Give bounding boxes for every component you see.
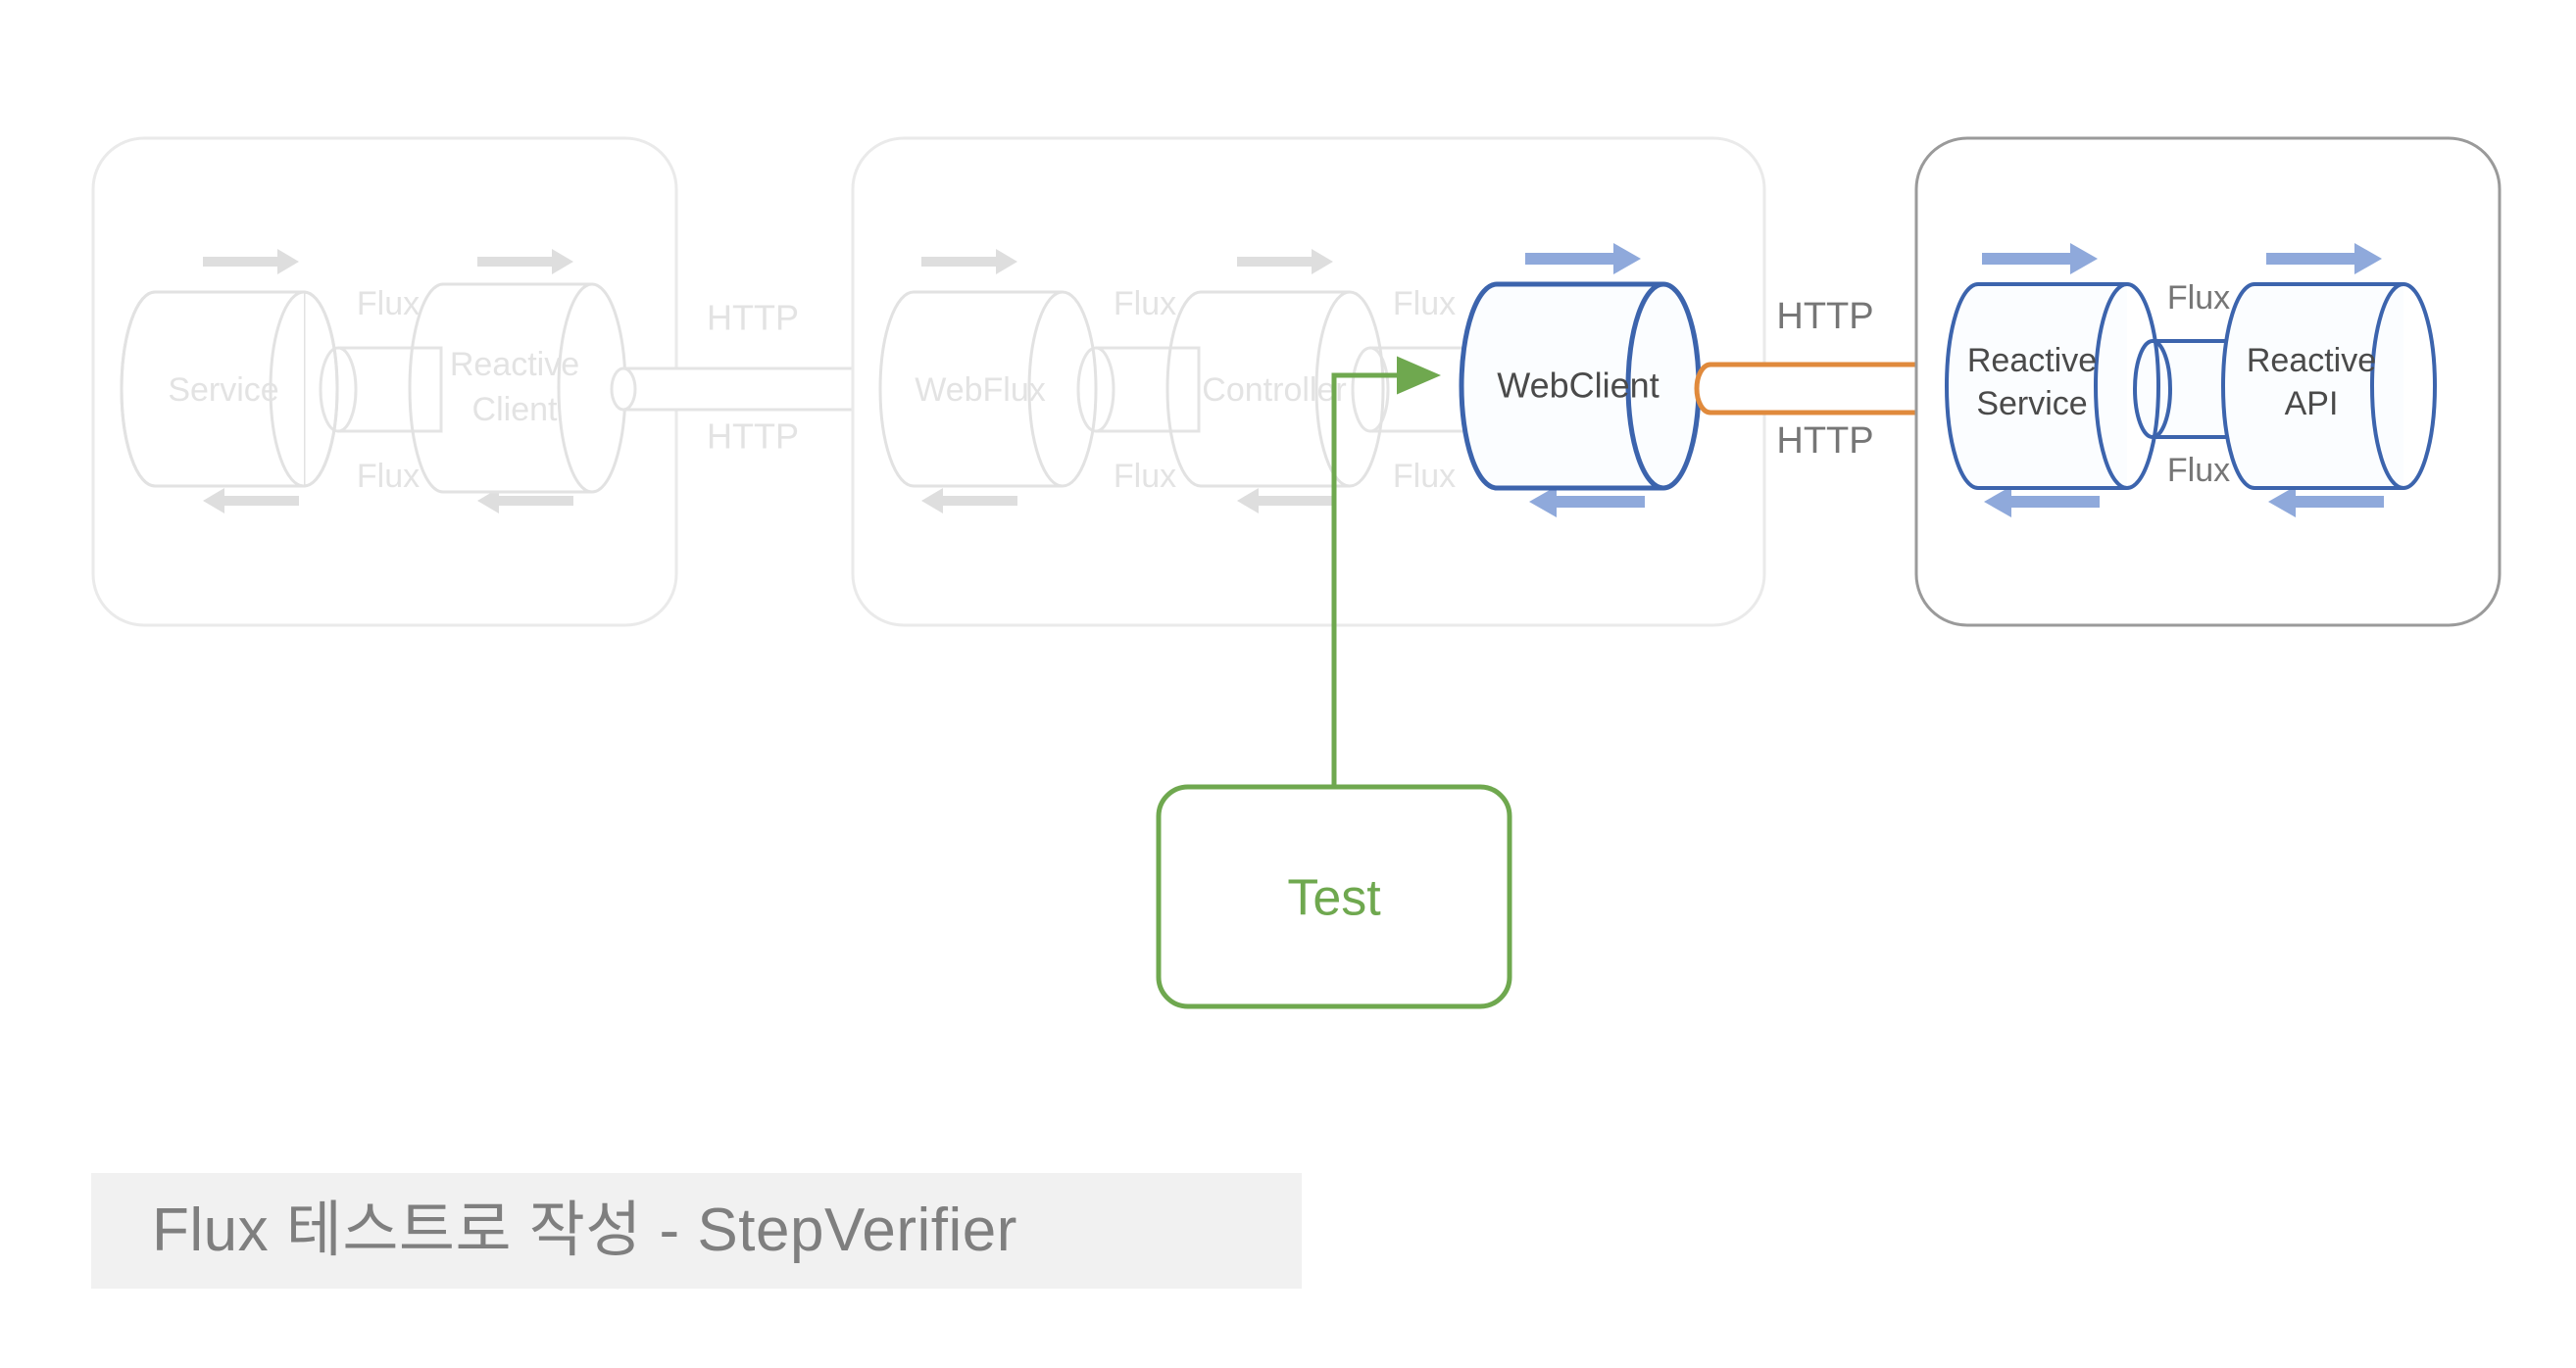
node-reactive-service[interactable]: Reactive Service xyxy=(1945,282,2160,490)
node-test-label: Test xyxy=(1287,870,1381,927)
flux-label-client-top: Flux xyxy=(357,285,420,322)
flow-arrow-back-service xyxy=(203,488,299,513)
flux-pipe-service-api xyxy=(2133,339,2247,439)
node-webclient[interactable]: WebClient xyxy=(1459,281,1702,491)
flux-label-backend-bottom: Flux xyxy=(2167,452,2230,489)
node-controller[interactable]: Controller xyxy=(1165,290,1385,488)
http-label-left-bottom: HTTP xyxy=(707,416,799,457)
flow-arrow-forward-reactive-client xyxy=(477,249,573,274)
flux-label-client-bottom: Flux xyxy=(357,458,420,495)
flux-label-controller-bottom: Flux xyxy=(1393,458,1456,495)
flow-arrow-back-webclient xyxy=(1529,486,1645,517)
node-reactive-service-label-line2: Service xyxy=(1976,385,2087,422)
node-test-box xyxy=(1156,784,1512,1009)
connector-http-left: HTTP HTTP xyxy=(610,298,874,457)
flow-arrow-forward-controller xyxy=(1237,249,1333,274)
test-connector xyxy=(1331,356,1441,787)
flow-arrow-back-controller xyxy=(1237,488,1333,513)
flow-arrow-back-webflux xyxy=(921,488,1017,513)
flow-arrow-back-reactive-client xyxy=(477,488,573,513)
flux-label-controller-top: Flux xyxy=(1393,285,1456,322)
node-test[interactable]: Test xyxy=(1156,784,1512,1009)
node-reactive-client-label-line1: Reactive xyxy=(450,346,579,383)
flow-arrow-forward-reactive-api xyxy=(2266,243,2382,274)
flow-arrow-forward-reactive-service xyxy=(1982,243,2098,274)
flow-arrow-forward-service xyxy=(203,249,299,274)
flow-arrow-forward-webclient xyxy=(1525,243,1641,274)
node-reactive-service-label-line1: Reactive xyxy=(1967,342,2097,379)
http-label-right-top: HTTP xyxy=(1776,296,1873,337)
node-reactive-api-label-line2: API xyxy=(2285,385,2339,422)
flux-label-backend-top: Flux xyxy=(2167,279,2230,317)
node-webflux-label: WebFlux xyxy=(915,371,1046,409)
group-client-app[interactable]: Service Reactive Client Flux Flux xyxy=(91,136,678,627)
group-webflux-app[interactable]: WebFlux Controller WebClient Flux Flux F… xyxy=(851,136,1766,627)
http-label-left-top: HTTP xyxy=(707,298,799,338)
node-reactive-api-label-line1: Reactive xyxy=(2247,342,2376,379)
flux-label-webflux-top: Flux xyxy=(1114,285,1176,322)
caption-text: Flux 테스트로 작성 - StepVerifier xyxy=(152,1197,1017,1264)
node-reactive-api[interactable]: Reactive API xyxy=(2221,282,2437,490)
flux-label-webflux-bottom: Flux xyxy=(1114,458,1176,495)
node-service-label: Service xyxy=(168,371,278,409)
flux-pipe-controller-webclient xyxy=(1351,346,1472,433)
flux-pipe-service-client xyxy=(319,346,443,433)
connector-http-right: HTTP HTTP xyxy=(1694,296,1973,462)
http-label-right-bottom: HTTP xyxy=(1776,420,1873,462)
caption-band: Flux 테스트로 작성 - StepVerifier xyxy=(91,1173,1302,1289)
group-backend-app[interactable]: Reactive Service Reactive API Flux Flux xyxy=(1914,136,2502,627)
flow-arrow-back-reactive-service xyxy=(1984,486,2100,517)
flux-pipe-webflux-controller xyxy=(1076,346,1201,433)
node-webclient-label: WebClient xyxy=(1497,366,1659,406)
flow-arrow-forward-webflux xyxy=(921,249,1017,274)
flow-arrow-back-reactive-api xyxy=(2268,486,2384,517)
node-reactive-client[interactable]: Reactive Client xyxy=(408,282,627,494)
node-controller-label: Controller xyxy=(1202,371,1346,409)
node-webflux[interactable]: WebFlux xyxy=(878,290,1098,488)
node-service[interactable]: Service xyxy=(120,290,339,488)
node-reactive-client-label-line2: Client xyxy=(472,391,558,428)
